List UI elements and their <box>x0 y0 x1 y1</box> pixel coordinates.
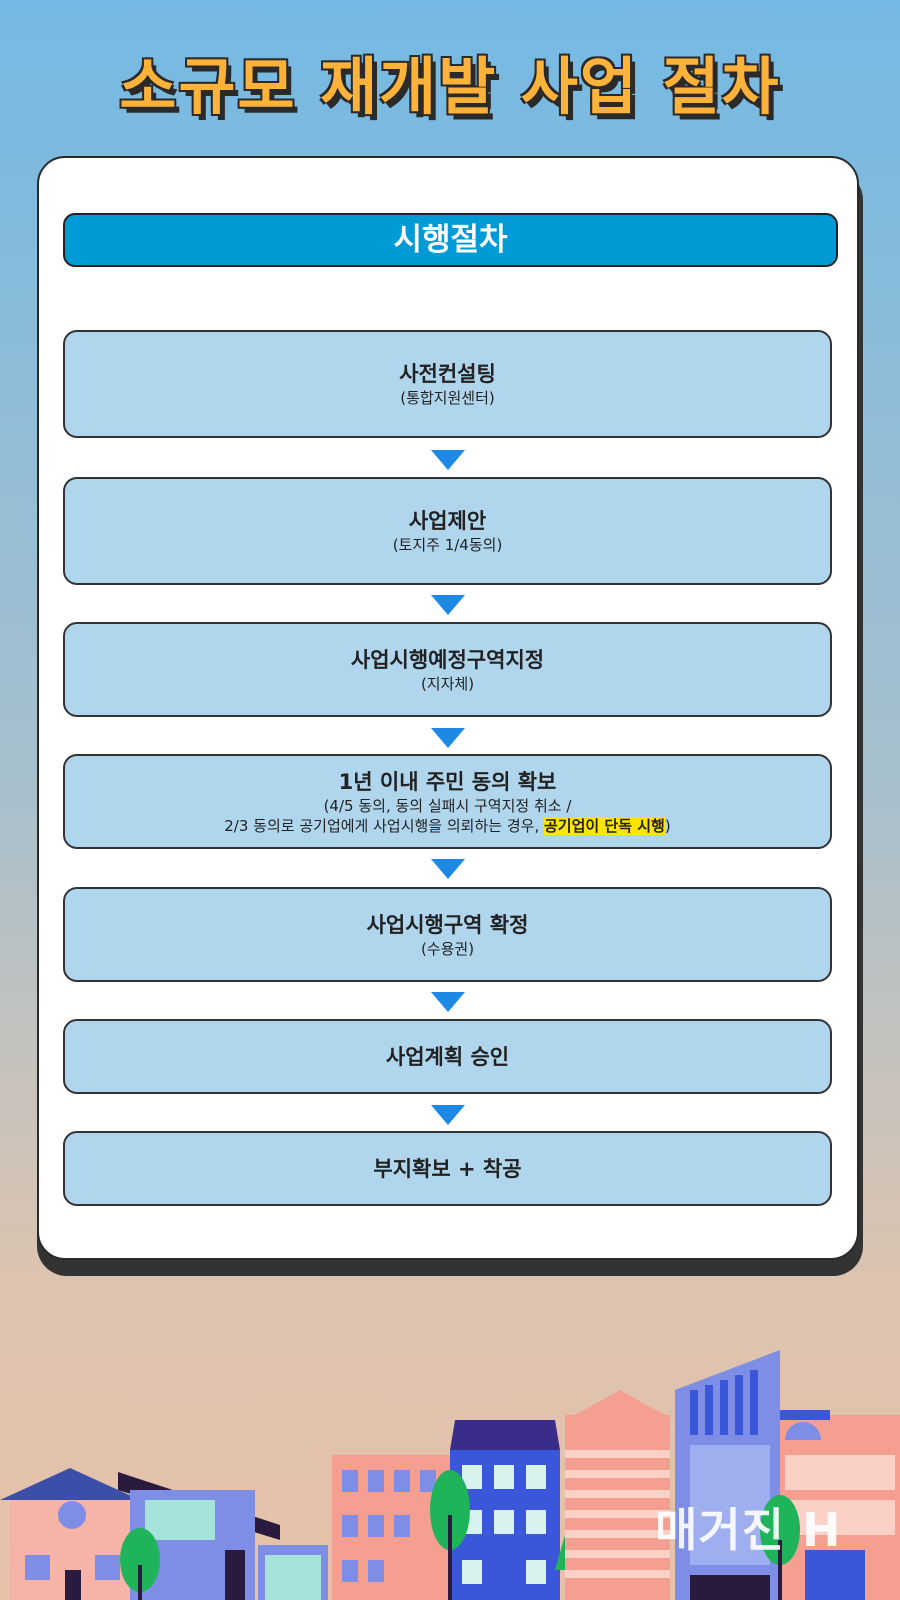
arrow-down-icon <box>431 859 465 879</box>
step-title: 1년 이내 주민 동의 확보 <box>338 769 557 794</box>
arrow-down-icon <box>431 595 465 615</box>
step-resident-consent: 1년 이내 주민 동의 확보 (4/5 동의, 동의 실패시 구역지정 취소 /… <box>63 754 832 849</box>
step-detail: (4/5 동의, 동의 실패시 구역지정 취소 / <box>323 796 572 815</box>
step-title: 부지확보 + 착공 <box>373 1156 522 1181</box>
cityscape-illustration <box>0 1350 900 1600</box>
brand-logo: 매거진 H <box>655 1503 842 1557</box>
step-zone-designation: 사업시행예정구역지정 (지자체) <box>63 622 832 717</box>
step-detail: (수용권) <box>420 939 475 958</box>
step-title: 사업시행예정구역지정 <box>350 647 545 672</box>
step-zone-confirmation: 사업시행구역 확정 (수용권) <box>63 887 832 982</box>
step-site-acquisition: 부지확보 + 착공 <box>63 1131 832 1206</box>
arrow-down-icon <box>431 728 465 748</box>
step-title: 사업제안 <box>408 509 487 533</box>
page-title: 소규모 재개발 사업 절차 <box>119 50 781 123</box>
step-title: 사업시행구역 확정 <box>366 912 529 937</box>
arrow-down-icon <box>431 1105 465 1125</box>
step-title: 사업계획 승인 <box>385 1044 510 1069</box>
step-pre-consulting: 사전컨설팅 (통합지원센터) <box>63 330 832 438</box>
arrow-down-icon <box>431 450 465 470</box>
arrow-down-icon <box>431 992 465 1012</box>
step-detail: (토지주 1/4동의) <box>392 536 503 554</box>
step-detail: (지자체) <box>420 674 475 693</box>
step-project-proposal: 사업제안 (토지주 1/4동의) <box>63 477 832 585</box>
step-detail: (통합지원센터) <box>400 389 495 407</box>
highlight-text: 공기업이 단독 시행 <box>544 816 665 835</box>
section-header: 시행절차 <box>63 213 838 267</box>
step-plan-approval: 사업계획 승인 <box>63 1019 832 1094</box>
step-title: 사전컨설팅 <box>399 362 496 386</box>
step-detail-line2: 2/3 동의로 공기업에게 사업시행을 의뢰하는 경우, 공기업이 단독 시행) <box>224 816 671 835</box>
